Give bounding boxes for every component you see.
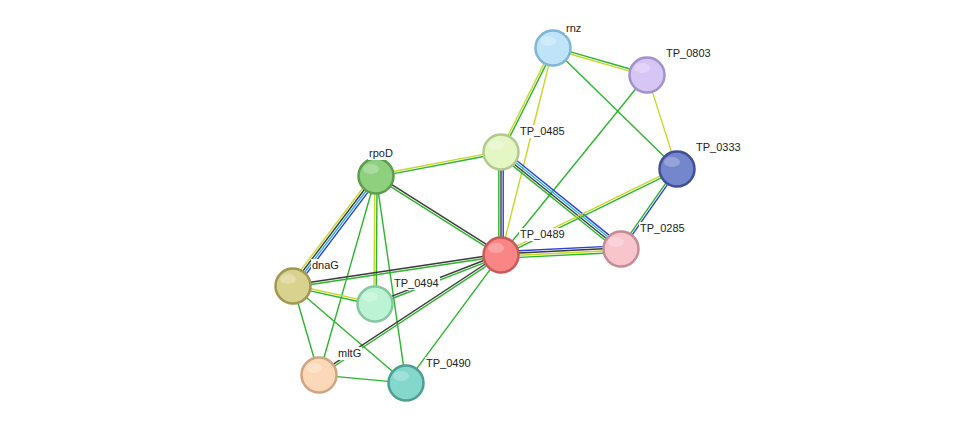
protein-node: rnz: [534, 29, 572, 67]
interaction-edge: [391, 260, 484, 298]
node-label: mltG: [337, 347, 362, 360]
protein-node: TP_0333: [658, 150, 696, 188]
interaction-edge: [499, 170, 503, 237]
evidence-line: [498, 170, 499, 237]
node-label: TP_0494: [393, 277, 440, 290]
protein-node: TP_0494: [356, 285, 394, 323]
protein-node: TP_0485: [482, 133, 520, 171]
interaction-edge: [298, 303, 314, 357]
interaction-edge: [517, 176, 662, 248]
protein-node: TP_0285: [602, 230, 640, 268]
node-circle: [628, 56, 666, 94]
evidence-line: [503, 170, 504, 237]
evidence-line: [513, 166, 605, 240]
node-label: TP_0285: [639, 222, 686, 235]
node-label: TP_0485: [519, 125, 566, 138]
interaction-edge: [337, 377, 388, 382]
evidence-line: [652, 92, 671, 152]
interaction-edge: [519, 247, 603, 258]
node-label: TP_0803: [665, 47, 712, 60]
interaction-edge: [333, 264, 486, 366]
node-circle: [658, 150, 696, 188]
node-circle: [300, 356, 338, 394]
node-label: TP_0333: [695, 141, 742, 154]
protein-node: TP_0489: [482, 236, 520, 274]
evidence-line: [306, 192, 367, 273]
evidence-line: [392, 185, 487, 245]
evidence-line: [333, 264, 485, 364]
node-circle: [482, 133, 520, 171]
evidence-line: [393, 154, 483, 171]
protein-node: dnaG: [274, 267, 312, 305]
node-label: rnz: [565, 22, 582, 35]
node-label: TP_0489: [519, 228, 566, 241]
protein-node: rpoD: [357, 157, 395, 195]
evidence-line: [305, 191, 366, 272]
node-circle: [357, 157, 395, 195]
protein-node: TP_0803: [628, 56, 666, 94]
evidence-line: [298, 303, 314, 357]
evidence-line: [519, 249, 603, 253]
evidence-line: [337, 377, 388, 382]
interaction-edge: [513, 161, 609, 241]
node-label: TP_0490: [425, 357, 472, 370]
evidence-line: [391, 187, 486, 247]
interaction-edge: [391, 185, 487, 247]
evidence-line: [392, 263, 484, 299]
protein-node: TP_0490: [387, 364, 425, 402]
node-circle: [482, 236, 520, 274]
interaction-edge: [652, 92, 671, 152]
evidence-line: [516, 162, 608, 236]
evidence-line: [500, 170, 501, 237]
evidence-line: [391, 260, 483, 296]
interaction-edge: [301, 188, 368, 273]
evidence-line: [310, 291, 357, 301]
evidence-line: [519, 251, 603, 255]
evidence-line: [519, 253, 603, 257]
evidence-line: [335, 266, 487, 366]
node-label: dnaG: [311, 259, 340, 272]
interaction-edge: [310, 289, 357, 301]
evidence-line: [519, 247, 603, 251]
node-circle: [602, 230, 640, 268]
interaction-edge: [570, 52, 630, 71]
node-circle: [356, 285, 394, 323]
node-circle: [387, 364, 425, 402]
protein-node: mltG: [300, 356, 338, 394]
interaction-edge: [393, 154, 483, 173]
evidence-line: [517, 176, 661, 246]
evidence-line: [394, 156, 484, 173]
evidence-line: [518, 178, 662, 248]
evidence-line: [571, 52, 630, 69]
evidence-line: [311, 289, 358, 299]
evidence-line: [570, 54, 629, 71]
node-circle: [274, 267, 312, 305]
node-label: rpoD: [368, 147, 394, 160]
